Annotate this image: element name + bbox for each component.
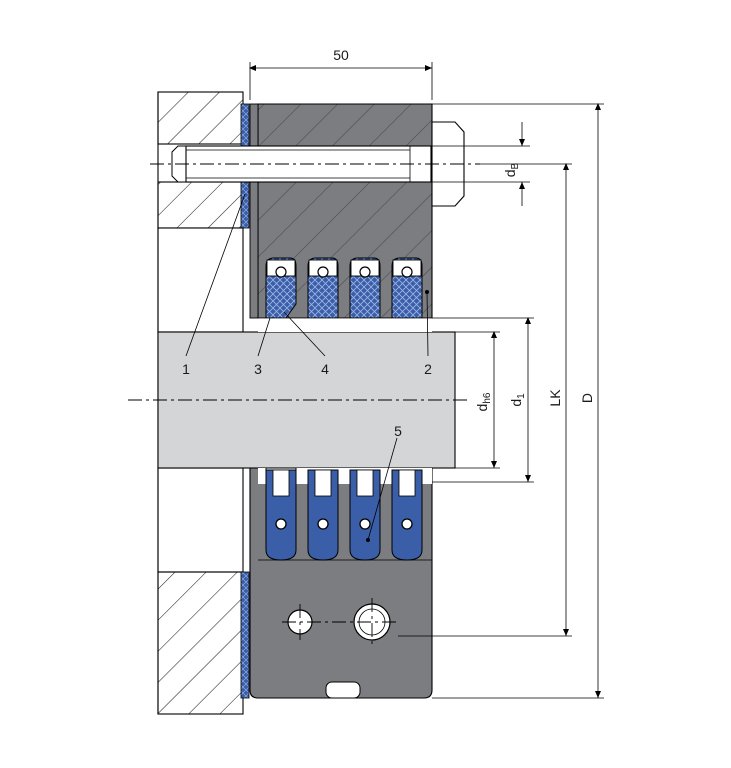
seal-ring: [391, 257, 423, 319]
center-lines: [128, 163, 480, 401]
seal-ring-view: [391, 469, 423, 561]
leader-lines: [185, 193, 429, 541]
seal-ring-view: [265, 467, 297, 561]
callout-labels: 1 3 4 2 5: [182, 361, 432, 439]
seal-ring-view: [307, 469, 339, 561]
dh6-label: dh6: [474, 392, 493, 411]
LK-label: LK: [547, 389, 563, 407]
d1-label: d1: [508, 393, 527, 407]
seal-ring-view: [349, 469, 381, 561]
seal-rings-top: [258, 257, 432, 332]
callout-3: 3: [254, 361, 262, 377]
seal-ring: [307, 257, 339, 319]
callout-4: 4: [321, 361, 329, 377]
dimension-labels: 50 dB dh6 d1 LK D: [333, 47, 595, 411]
width-label: 50: [333, 47, 349, 63]
D-label: D: [579, 393, 595, 403]
seal-ring: [265, 257, 297, 319]
dB-label: dB: [502, 162, 521, 177]
dimension-lines: [249, 62, 604, 699]
bolt-holes: [282, 598, 398, 646]
callout-2: 2: [424, 361, 432, 377]
callout-1: 1: [182, 361, 190, 377]
callout-5: 5: [394, 423, 402, 439]
seal-rings-bottom: [258, 467, 432, 561]
seal-ring: [349, 257, 381, 319]
